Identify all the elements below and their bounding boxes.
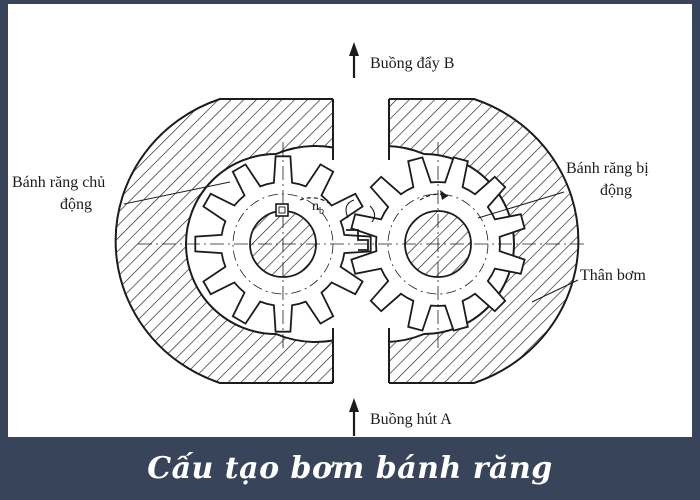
diagram-panel: Buồng đẩy B Buồng hút A Bánh răng chủ độ…: [8, 4, 692, 437]
shaft-key-square-inner: [278, 206, 286, 214]
housing-label: Thân bơm: [580, 267, 646, 284]
driven-gear-leader: [477, 191, 565, 219]
speed-symbol: n: [312, 199, 319, 214]
flow-arrow-left: [345, 199, 355, 219]
outlet-chamber-label: Buồng đẩy B: [370, 55, 455, 72]
inlet-chamber-label: Buồng hút A: [370, 411, 452, 428]
driven-rotation-arrow: [419, 193, 449, 201]
speed-symbol-label: nb: [312, 197, 324, 222]
inlet-arrow-head: [349, 398, 359, 412]
inlet-port: [333, 330, 389, 385]
housing-leader: [531, 279, 579, 303]
driven-gear-label-line2: động: [600, 182, 632, 199]
gear-pump-diagram: [114, 42, 588, 436]
meshing-tooth-detail: [346, 229, 369, 251]
shaft-key-square: [275, 203, 289, 217]
flow-arrow-right: [369, 205, 376, 223]
drive-gear-leader: [123, 181, 231, 205]
outlet-port: [333, 98, 389, 158]
drive-rotation-arrow: [299, 197, 331, 205]
caption: Cấu tạo bơm bánh răng: [147, 451, 553, 486]
drive-gear-label-line1: Bánh răng chủ: [12, 174, 106, 191]
speed-subscript: b: [319, 205, 324, 217]
drive-gear-label-line2: động: [60, 196, 92, 213]
driven-rotation-arrowhead: [440, 190, 448, 200]
outlet-arrow-head: [349, 42, 359, 56]
driven-gear-label-line1: Bánh răng bị: [566, 160, 649, 177]
